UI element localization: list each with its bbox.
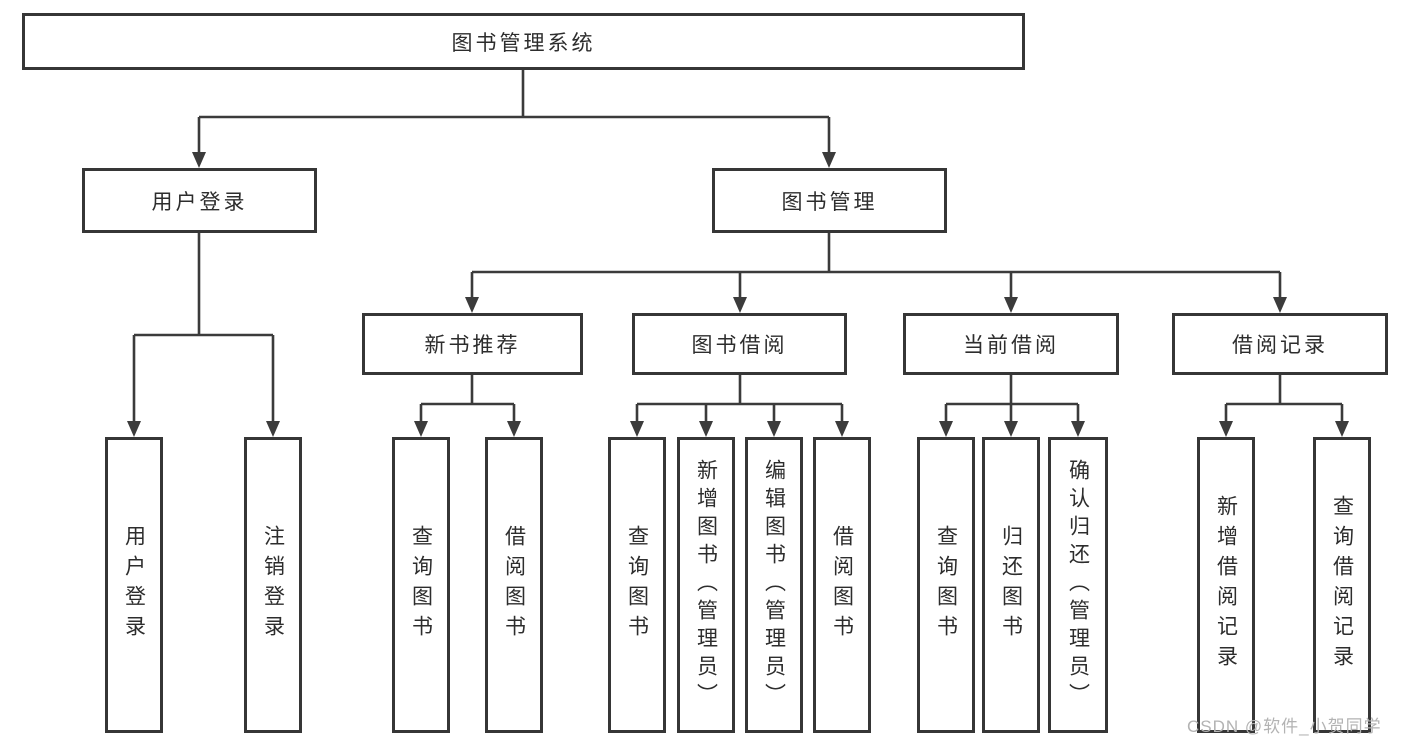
node-current-borrow: 当前借阅 <box>903 313 1119 375</box>
leaf-edit-book-admin-label: 编辑图书（管理员） <box>762 459 786 711</box>
leaf-user-login-label: 用户登录 <box>122 525 146 645</box>
leaf-add-borrow-record-label: 新增借阅记录 <box>1214 495 1238 675</box>
leaf-edit-book-admin: 编辑图书（管理员） <box>745 437 803 733</box>
node-book-borrow-label: 图书借阅 <box>691 334 788 357</box>
node-new-book-recommend: 新书推荐 <box>362 313 583 375</box>
node-book-management-label: 图书管理 <box>781 190 878 214</box>
leaf-borrow-query-book-label: 查询图书 <box>625 525 649 645</box>
leaf-user-login: 用户登录 <box>105 437 163 733</box>
leaf-query-borrow-record-label: 查询借阅记录 <box>1330 495 1354 675</box>
leaf-return-book: 归还图书 <box>982 437 1040 733</box>
edge-borrow-rec-children <box>1219 375 1349 437</box>
leaf-borrow-book: 借阅图书 <box>813 437 871 733</box>
node-root-label: 图书管理系统 <box>451 31 596 55</box>
leaf-confirm-return-admin-label: 确认归还（管理员） <box>1066 459 1090 711</box>
node-user-login: 用户登录 <box>82 168 317 233</box>
leaf-query-borrow-record: 查询借阅记录 <box>1313 437 1371 733</box>
leaf-add-book-admin-label: 新增图书（管理员） <box>694 459 718 711</box>
leaf-add-book-admin: 新增图书（管理员） <box>677 437 735 733</box>
leaf-newbook-query-book: 查询图书 <box>392 437 450 733</box>
edge-book-borrow-children <box>630 375 849 437</box>
node-borrow-record-label: 借阅记录 <box>1232 334 1328 357</box>
leaf-newbook-borrow-book: 借阅图书 <box>485 437 543 733</box>
leaf-current-query-book-label: 查询图书 <box>934 525 958 645</box>
leaf-add-borrow-record: 新增借阅记录 <box>1197 437 1255 733</box>
leaf-newbook-borrow-book-label: 借阅图书 <box>502 525 526 645</box>
edge-new-book-children <box>414 375 521 437</box>
leaf-logout-label: 注销登录 <box>261 525 285 645</box>
leaf-logout: 注销登录 <box>244 437 302 733</box>
node-book-borrow: 图书借阅 <box>632 313 847 375</box>
node-root: 图书管理系统 <box>22 13 1025 70</box>
node-new-book-recommend-label: 新书推荐 <box>424 334 521 357</box>
edge-cur-borrow-children <box>939 375 1085 437</box>
leaf-newbook-query-book-label: 查询图书 <box>409 525 433 645</box>
edge-book-mgmt-children <box>465 233 1287 313</box>
leaf-confirm-return-admin: 确认归还（管理员） <box>1048 437 1108 733</box>
leaf-borrow-query-book: 查询图书 <box>608 437 666 733</box>
node-borrow-record: 借阅记录 <box>1172 313 1388 375</box>
leaf-return-book-label: 归还图书 <box>999 525 1023 645</box>
csdn-watermark: CSDN @软件_小贺同学 <box>1187 717 1382 736</box>
leaf-borrow-book-label: 借阅图书 <box>830 525 854 645</box>
leaf-current-query-book: 查询图书 <box>917 437 975 733</box>
edge-root-children <box>192 68 836 168</box>
node-current-borrow-label: 当前借阅 <box>963 334 1059 357</box>
node-book-management: 图书管理 <box>712 168 947 233</box>
edge-user-login-children <box>127 233 280 437</box>
node-user-login-label: 用户登录 <box>151 190 248 214</box>
